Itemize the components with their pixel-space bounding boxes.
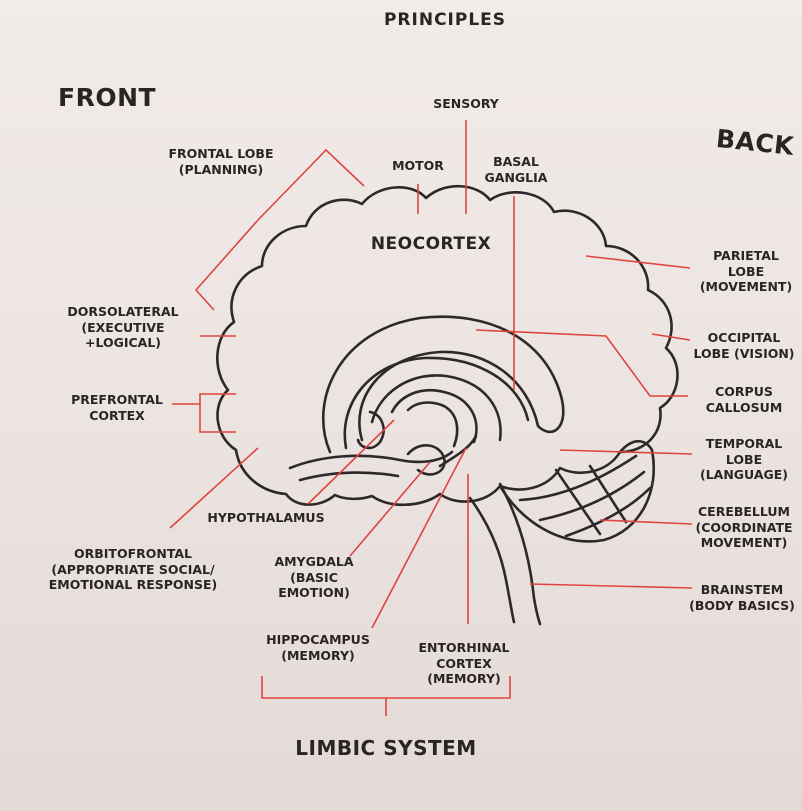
sensory-label: SENSORY <box>433 96 499 111</box>
occipital-label: OCCIPITAL LOBE (VISION) <box>693 330 795 361</box>
corpus-callosum-label: CORPUS CALLOSUM <box>705 384 783 415</box>
hypothalamus-pointer <box>307 419 395 505</box>
amygdala-outline <box>406 444 446 476</box>
cerebellum-outline <box>498 439 656 543</box>
cerebellum-fold <box>564 486 652 538</box>
prefrontal-pointer <box>172 393 236 405</box>
brainstem-label: BRAINSTEM (BODY BASICS) <box>689 582 795 613</box>
thalamus-outline <box>370 374 502 442</box>
temporal-pointer <box>559 449 693 455</box>
hippocampus-label: HIPPOCAMPUS (MEMORY) <box>266 632 370 663</box>
brainstem-pointer <box>529 583 693 589</box>
corpus-callosum-outline <box>321 315 565 454</box>
cerebellum-fold <box>588 464 628 524</box>
cerebellum-fold <box>538 470 646 522</box>
neocortex-label: NEOCORTEX <box>370 234 492 254</box>
motor-label: MOTOR <box>392 158 444 173</box>
pointer-lines <box>169 120 693 716</box>
hypothalamus-outline <box>356 410 385 450</box>
cerebrum-outline <box>216 184 679 507</box>
parietal-label: PARIETAL LOBE (MOVEMENT) <box>699 248 793 295</box>
thalamus-inner <box>390 388 478 444</box>
running-title: PRINCIPLES <box>383 10 507 30</box>
dorsolateral-label: DORSOLATERAL (EXECUTIVE +LOGICAL) <box>67 304 179 351</box>
prefrontal-pointer-2 <box>199 404 236 433</box>
temporal-fold <box>288 450 454 470</box>
fornix-outline <box>343 356 530 450</box>
entorhinal-label: ENTORHINAL CORTEX (MEMORY) <box>418 640 510 687</box>
amygdala-label: AMYGDALA (BASIC EMOTION) <box>274 554 354 601</box>
temporal-label: TEMPORAL LOBE (LANGUAGE) <box>699 436 789 483</box>
frontal-lobe-pointer-2 <box>194 219 259 311</box>
corpus-callosum-pointer <box>475 329 688 397</box>
amygdala-pointer <box>349 461 431 557</box>
cerebellum-pointer <box>599 519 693 525</box>
parietal-pointer <box>585 255 691 269</box>
brainstem-outline <box>468 482 542 626</box>
prefrontal-label: PREFRONTAL CORTEX <box>71 392 163 423</box>
front-label: FRONT <box>58 83 157 112</box>
limbic-system-label: LIMBIC SYSTEM <box>295 736 477 760</box>
frontal-lobe-label: FRONTAL LOBE (PLANNING) <box>168 146 274 177</box>
temporal-fold <box>298 471 400 482</box>
cerebellum-fold <box>518 454 638 502</box>
frontal-lobe-pointer <box>257 148 365 221</box>
cerebellum-fold <box>554 468 602 536</box>
hippocampus-pointer <box>371 447 467 629</box>
thalamus-core <box>406 401 459 448</box>
orbitofrontal-pointer <box>169 447 259 529</box>
hypothalamus-label: HYPOTHALAMUS <box>207 510 325 525</box>
occipital-pointer <box>651 333 691 341</box>
basal-ganglia-label: BASAL GANGLIA <box>484 154 548 185</box>
cerebellum-label: CEREBELLUM (COORDINATE MOVEMENT) <box>695 504 793 551</box>
orbitofrontal-label: ORBITOFRONTAL (APPROPRIATE SOCIAL/ EMOTI… <box>48 546 218 593</box>
back-label: BACK <box>714 123 796 161</box>
hippocampus-curve <box>438 434 478 468</box>
